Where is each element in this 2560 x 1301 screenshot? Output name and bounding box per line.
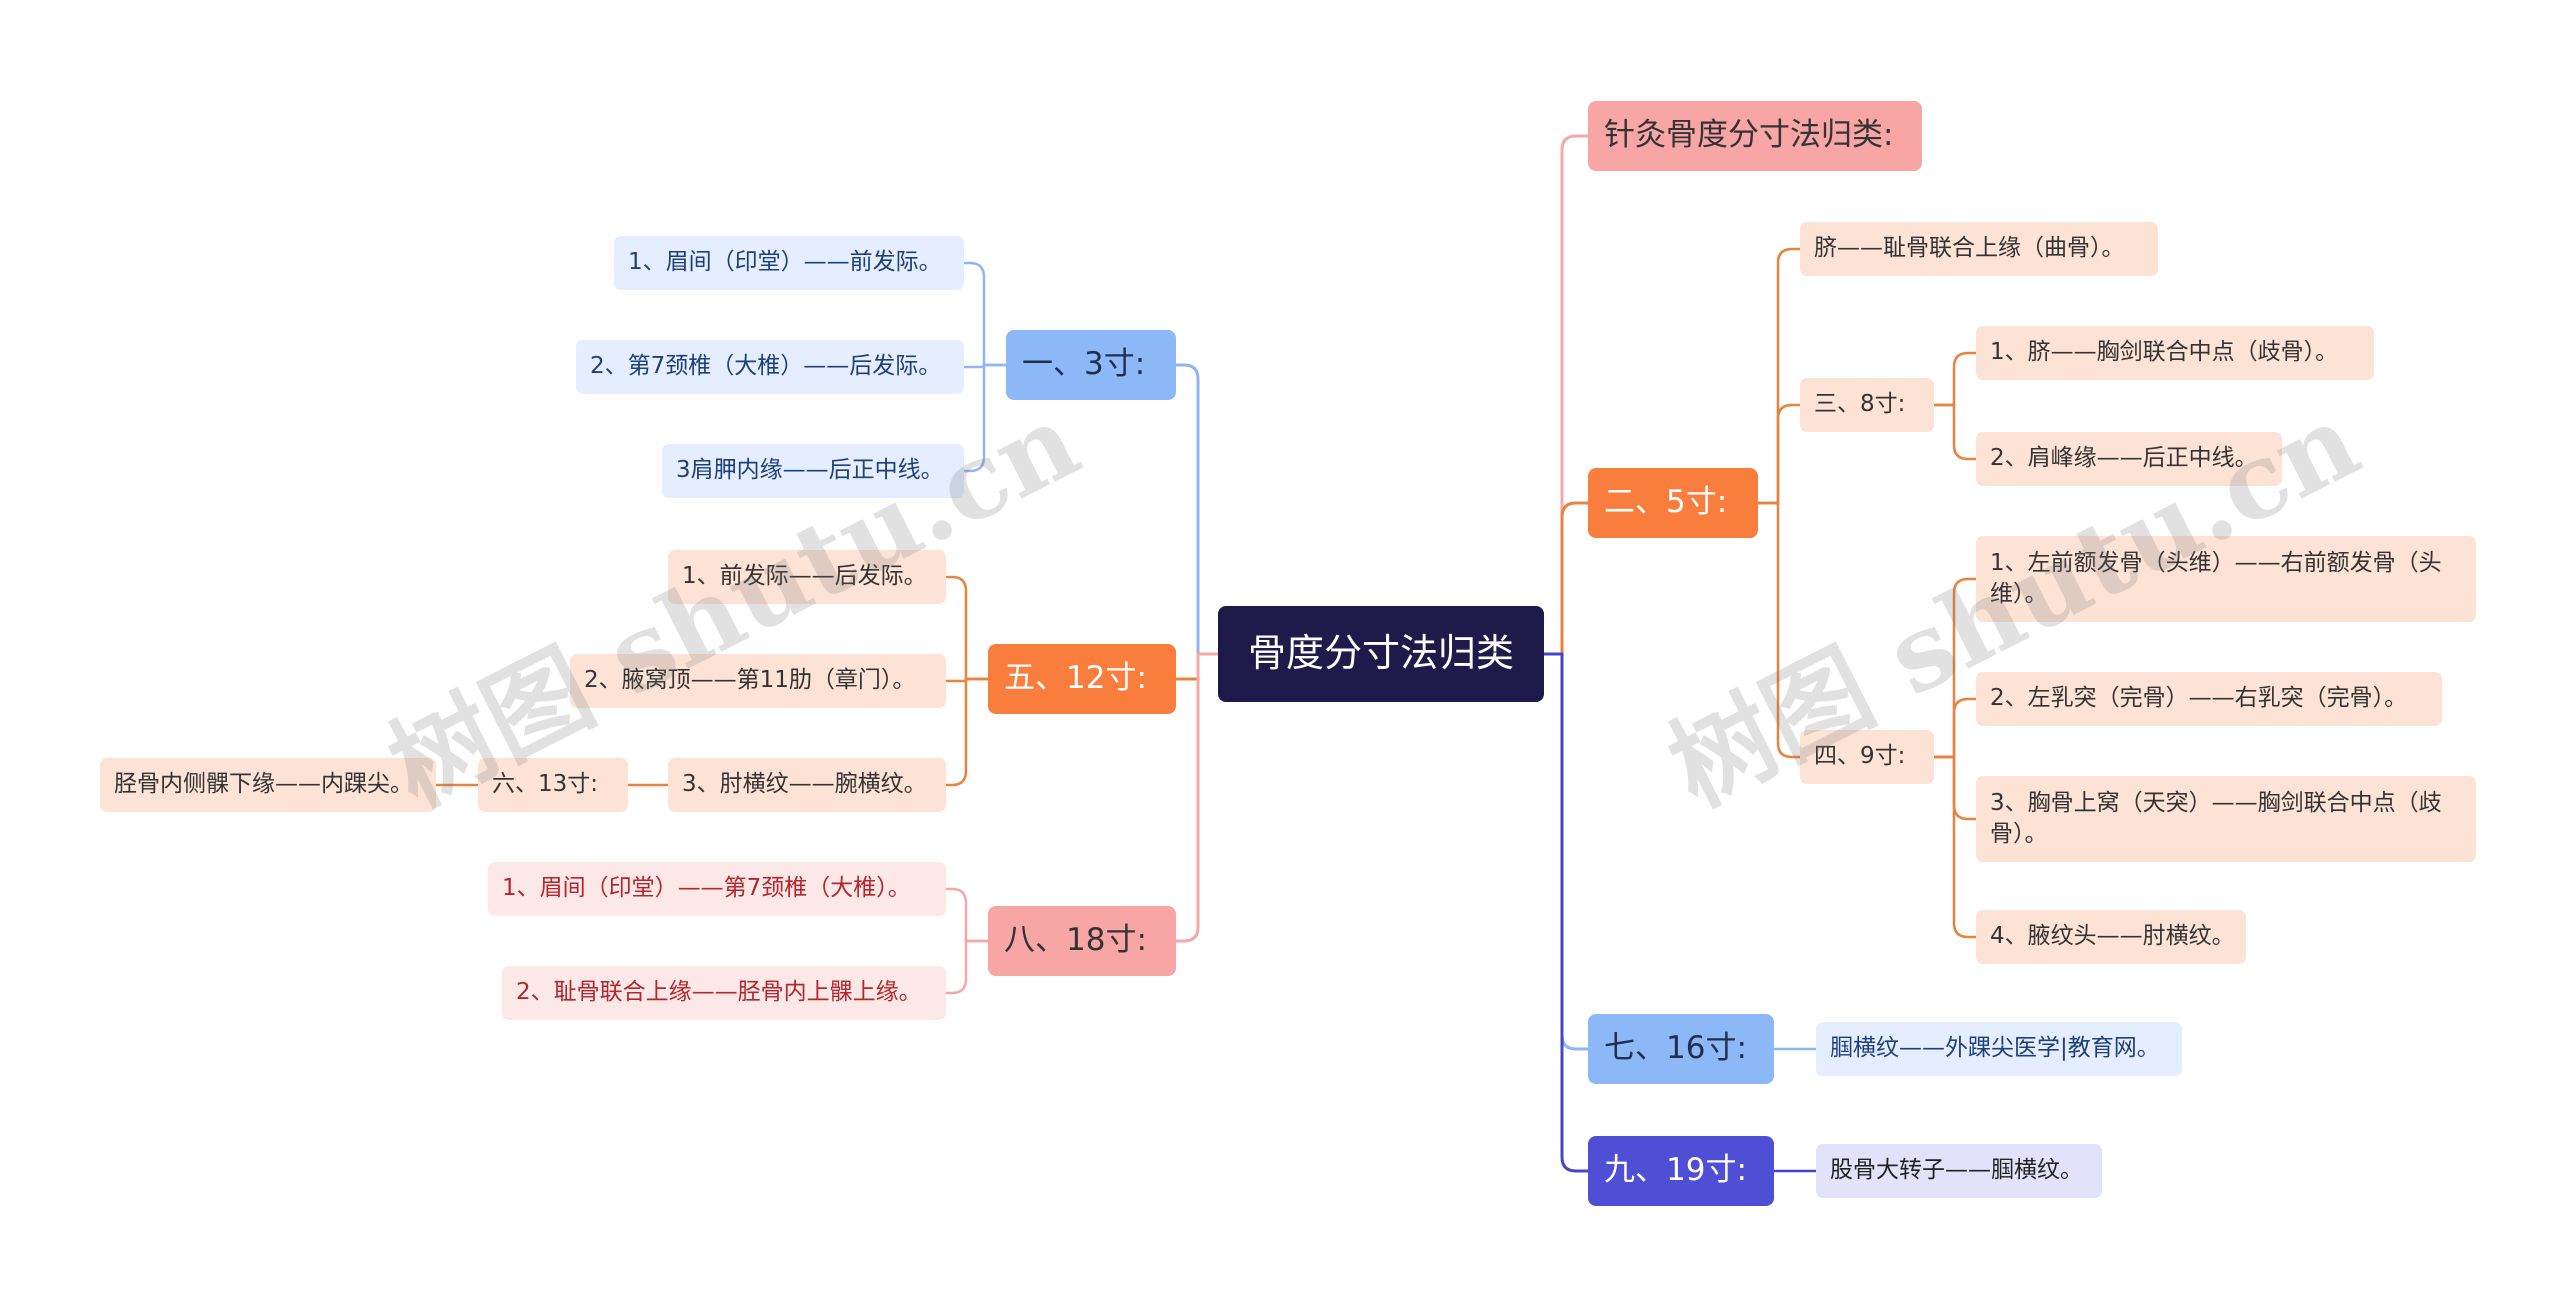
leaf-9cun-1[interactable]: 1、左前额发骨（头维）——右前额发骨（头维）。 [1976, 536, 2476, 622]
branch-16cun[interactable]: 七、16寸: [1588, 1014, 1774, 1084]
link-root-branch-5cun [1544, 501, 1588, 656]
leaf-8cun-2[interactable]: 2、肩峰缘——后正中线。 [1976, 432, 2282, 486]
link-18cun-leaf-18cun-1 [946, 887, 988, 943]
leaf-16cun[interactable]: 腘横纹——外踝尖医学|教育网。 [1816, 1022, 2182, 1076]
branch-19cun[interactable]: 九、19寸: [1588, 1136, 1774, 1206]
leaf-18cun-2[interactable]: 2、耻骨联合上缘——胫骨内上髁上缘。 [502, 966, 946, 1020]
leaf-13cun[interactable]: 胫骨内侧髁下缘——内踝尖。 [100, 758, 436, 812]
leaf-9cun-4[interactable]: 4、腋纹头——肘横纹。 [1976, 910, 2246, 964]
leaf-9cun-3[interactable]: 3、胸骨上窝（天突）——胸剑联合中点（歧骨）。 [1976, 776, 2476, 862]
branch-8cun[interactable]: 三、8寸: [1800, 378, 1934, 432]
link-9cun-leaf-9cun-4 [1934, 755, 1976, 939]
leaf-19cun[interactable]: 股骨大转子——腘横纹。 [1816, 1144, 2102, 1198]
link-5cun-branch-9cun [1758, 501, 1800, 759]
link-root-branch-18cun [1176, 652, 1218, 943]
link-5cun-leaf-qi-qugu [1758, 247, 1800, 505]
link-8cun-leaf-8cun-1 [1934, 351, 1976, 407]
root-node[interactable]: 骨度分寸法归类 [1218, 606, 1544, 702]
leaf-3cun-2[interactable]: 2、第7颈椎（大椎）——后发际。 [576, 340, 964, 394]
link-5cun-branch-8cun [1758, 403, 1800, 505]
link-root-title-node [1544, 134, 1588, 656]
branch-18cun[interactable]: 八、18寸: [988, 906, 1176, 976]
link-12cun-leaf-12cun-1 [946, 575, 988, 681]
link-3cun-leaf-3cun-3 [964, 363, 1006, 473]
leaf-qi-qugu[interactable]: 脐——耻骨联合上缘（曲骨）。 [1800, 222, 2158, 276]
link-9cun-leaf-9cun-2 [1934, 697, 1976, 759]
link-12cun-leaf-12cun-3 [946, 677, 988, 787]
branch-13cun[interactable]: 六、13寸: [478, 758, 628, 812]
leaf-18cun-1[interactable]: 1、眉间（印堂）——第7颈椎（大椎）。 [488, 862, 946, 916]
leaf-8cun-1[interactable]: 1、脐——胸剑联合中点（歧骨）。 [1976, 326, 2374, 380]
leaf-12cun-1[interactable]: 1、前发际——后发际。 [668, 550, 946, 604]
leaf-3cun-3[interactable]: 3肩胛内缘——后正中线。 [662, 444, 964, 498]
branch-9cun[interactable]: 四、9寸: [1800, 730, 1934, 784]
branch-12cun[interactable]: 五、12寸: [988, 644, 1176, 714]
link-root-branch-19cun [1544, 652, 1588, 1173]
branch-5cun[interactable]: 二、5寸: [1588, 468, 1758, 538]
link-9cun-leaf-9cun-1 [1934, 577, 1976, 759]
link-8cun-leaf-8cun-2 [1934, 403, 1976, 461]
link-root-branch-16cun [1544, 652, 1588, 1051]
leaf-9cun-2[interactable]: 2、左乳突（完骨）——右乳突（完骨）。 [1976, 672, 2442, 726]
link-root-branch-3cun [1176, 363, 1218, 656]
leaf-3cun-1[interactable]: 1、眉间（印堂）——前发际。 [614, 236, 964, 290]
leaf-12cun-2[interactable]: 2、腋窝顶——第11肋（章门）。 [570, 654, 946, 708]
leaf-12cun-3[interactable]: 3、肘横纹——腕横纹。 [668, 758, 946, 812]
title-node[interactable]: 针灸骨度分寸法归类: [1588, 101, 1922, 171]
link-3cun-leaf-3cun-1 [964, 261, 1006, 367]
branch-3cun[interactable]: 一、3寸: [1006, 330, 1176, 400]
link-18cun-leaf-18cun-2 [946, 939, 988, 995]
